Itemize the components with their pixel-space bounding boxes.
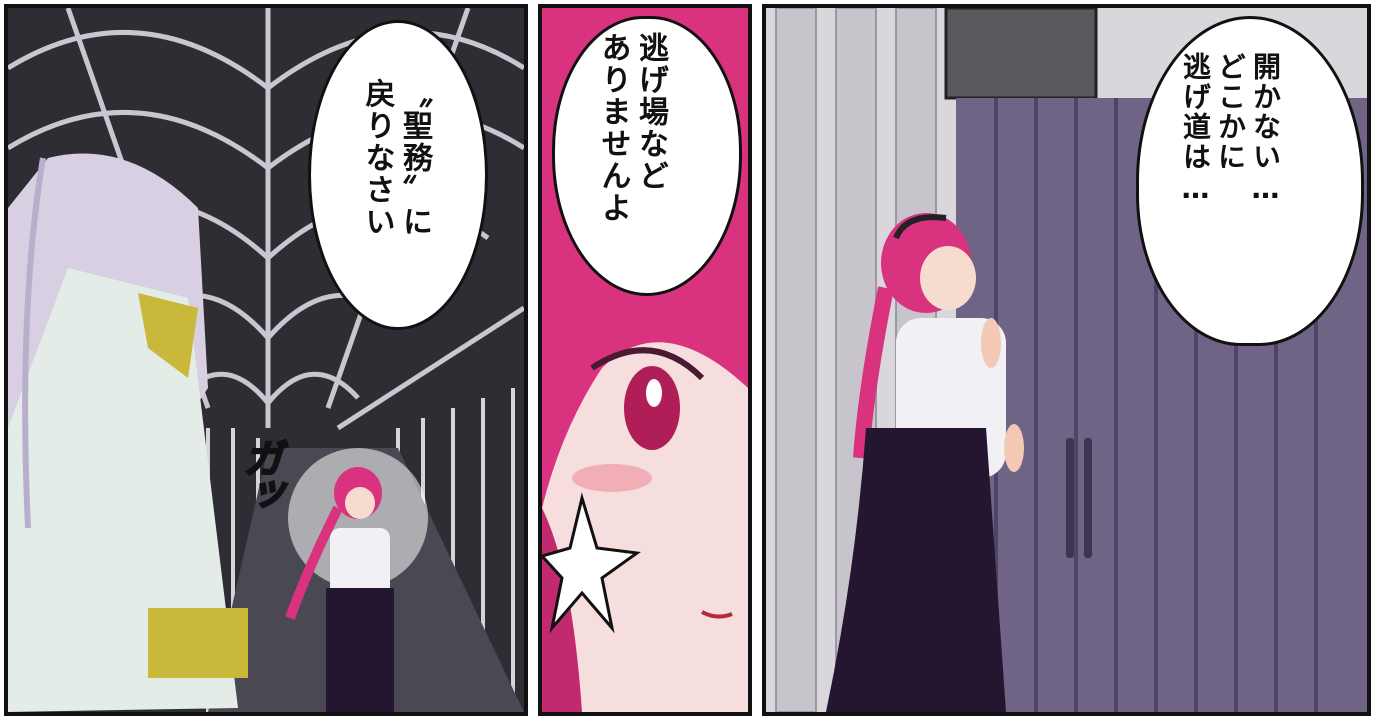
speech-text: 開かない… どこかに 逃げ道は… <box>1178 52 1283 322</box>
eyebrow <box>590 347 705 381</box>
speech-text: 逃げ場など ありませんよ <box>594 32 669 272</box>
sparkle-shape <box>542 492 641 634</box>
pink-haired-girl <box>826 213 1024 712</box>
speech-line-2: どこかに <box>1214 52 1247 172</box>
pink-haired-girl-distant <box>285 467 394 712</box>
speech-line-1: 開かない… <box>1249 52 1282 207</box>
door-handle-left <box>1066 438 1074 558</box>
speech-bubble <box>308 20 488 330</box>
manga-panel-closeup: 逃げ場など ありませんよ <box>538 4 752 716</box>
speech-text: 〝聖務〟に 戻りなさい <box>358 78 433 318</box>
silver-haired-woman <box>8 153 248 712</box>
door-handle-right <box>1084 438 1092 558</box>
speech-line-2: 戻りなさい <box>359 78 395 238</box>
speech-bubble <box>1136 16 1364 346</box>
mouth <box>701 610 733 619</box>
speech-line-2: ありませんよ <box>595 32 631 224</box>
speech-line-1: 〝聖務〟に <box>397 78 432 238</box>
manga-panel-door: 開かない… どこかに 逃げ道は… <box>762 4 1371 716</box>
blush <box>572 464 652 492</box>
speech-bubble <box>552 16 742 296</box>
eye <box>624 366 680 450</box>
speech-line-3: 逃げ道は… <box>1179 52 1212 207</box>
stained-window <box>944 8 1098 100</box>
sound-effect-text: ガッ <box>235 437 283 511</box>
manga-panel-corridor: 〝聖務〟に 戻りなさい ガッ <box>4 4 528 716</box>
speech-line-1: 逃げ場など <box>633 32 668 192</box>
